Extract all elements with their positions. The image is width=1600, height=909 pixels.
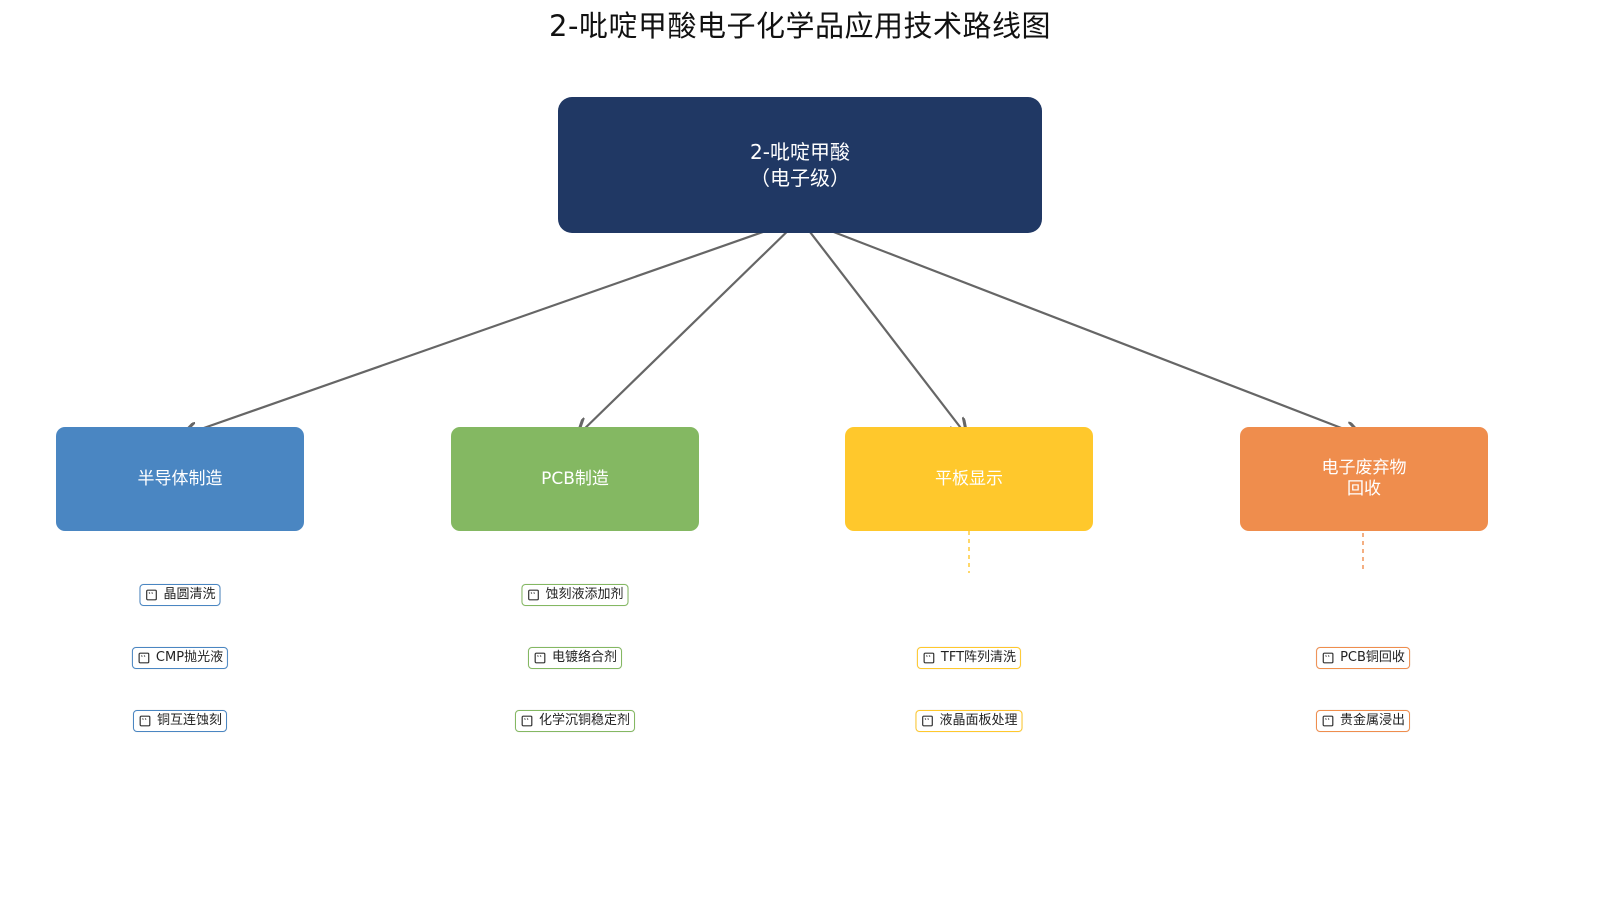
pcb-item-1: 蚀刻液添加剂 [521,584,629,606]
category-recycling-label-line-1: 电子废弃物 [1321,458,1407,478]
root-node-line-2: （电子级） [750,166,850,190]
arrow-to-recycling [799,217,1362,436]
document-icon [138,652,150,664]
document-icon [1322,652,1334,664]
recycling-item-2: 贵金属浸出 [1315,710,1411,732]
category-flat-panel-label: 平板显示 [935,468,1003,489]
document-icon [145,589,157,601]
flat-panel-item-1: TFT阵列清洗 [916,647,1022,669]
category-flat-panel: 平板显示 [845,427,1093,531]
semiconductor-item-3: 铜互连蚀刻 [132,710,228,732]
document-icon [534,652,546,664]
semiconductor-item-1-label: 晶圆清洗 [163,587,216,602]
category-recycling: 电子废弃物 回收 [1240,427,1488,531]
flat-panel-item-1-label: TFT阵列清洗 [940,650,1017,665]
recycling-item-1: PCB铜回收 [1316,647,1410,669]
category-recycling-label-line-2: 回收 [1347,479,1381,499]
root-node-picolinic-acid: 2-吡啶甲酸 （电子级） [558,97,1042,233]
arrow-to-pcb [577,218,801,436]
arrow-to-semiconductor [181,217,801,436]
diagram-title: 2-吡啶甲酸电子化学品应用技术路线图 [549,9,1051,43]
document-icon [527,589,539,601]
category-pcb: PCB制造 [451,427,699,531]
category-semiconductor-label: 半导体制造 [137,468,223,489]
document-icon [521,715,533,727]
semiconductor-item-3-label: 铜互连蚀刻 [156,713,223,728]
semiconductor-item-2-label: CMP抛光液 [155,650,224,665]
pcb-item-2: 电镀络合剂 [527,647,623,669]
pcb-item-1-label: 蚀刻液添加剂 [545,587,624,602]
flat-panel-item-2-label: 液晶面板处理 [939,713,1018,728]
document-icon [1322,715,1334,727]
semiconductor-item-2: CMP抛光液 [131,647,229,669]
semiconductor-item-1: 晶圆清洗 [139,584,221,606]
document-icon [921,715,933,727]
flat-panel-item-2: 液晶面板处理 [915,710,1023,732]
pcb-item-3-label: 化学沉铜稳定剂 [538,713,631,728]
pcb-item-2-label: 电镀络合剂 [551,650,618,665]
document-icon [923,652,935,664]
recycling-item-1-label: PCB铜回收 [1340,650,1405,665]
category-pcb-label: PCB制造 [541,468,609,489]
document-icon [139,715,151,727]
recycling-item-2-label: 贵金属浸出 [1339,713,1406,728]
pcb-item-3: 化学沉铜稳定剂 [514,710,636,732]
arrow-to-flat-panel [799,218,967,436]
category-semiconductor: 半导体制造 [56,427,304,531]
root-node-line-1: 2-吡啶甲酸 [750,140,850,164]
